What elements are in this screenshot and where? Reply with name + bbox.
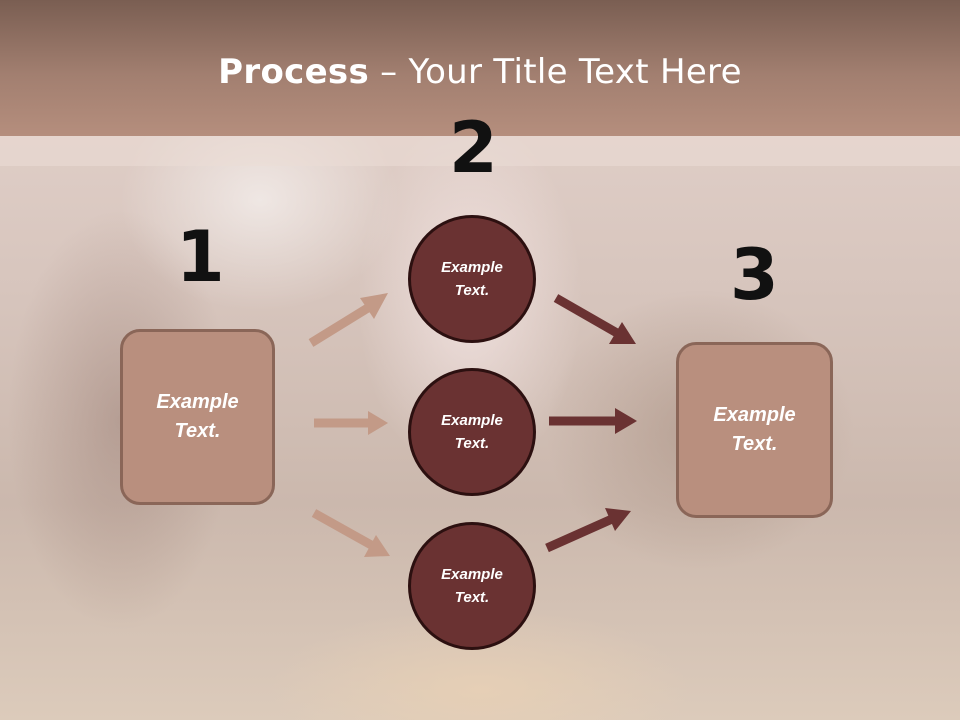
step-2-circle-top: Example Text.: [408, 215, 536, 343]
slide-title: Process – Your Title Text Here: [0, 52, 960, 92]
circle-top-text: Example Text.: [441, 259, 503, 299]
step-3-number: 3: [730, 234, 779, 316]
dark-arrow-up: [545, 508, 631, 553]
dark-arrow-down: [553, 294, 636, 344]
header-band: [0, 0, 960, 136]
title-rest: – Your Title Text Here: [369, 52, 742, 92]
circle-middle-text: Example Text.: [441, 412, 503, 452]
light-arrow-middle: [314, 411, 388, 435]
light-arrow-up: [308, 293, 388, 347]
step-2-number: 2: [449, 107, 498, 189]
header-sub-band: [0, 136, 960, 166]
step-2-circle-middle: Example Text.: [408, 368, 536, 496]
step-2-circle-bottom: Example Text.: [408, 522, 536, 650]
title-bold: Process: [218, 52, 370, 92]
circle-bottom-text: Example Text.: [441, 566, 503, 606]
step-1-text: Example Text.: [156, 391, 239, 442]
dark-arrow-middle: [549, 408, 637, 434]
step-3-box: Example Text.: [676, 342, 833, 518]
step-1-number: 1: [176, 216, 225, 298]
step-3-text: Example Text.: [713, 404, 796, 455]
step-1-box: Example Text.: [120, 329, 275, 505]
light-arrow-down: [311, 509, 390, 557]
